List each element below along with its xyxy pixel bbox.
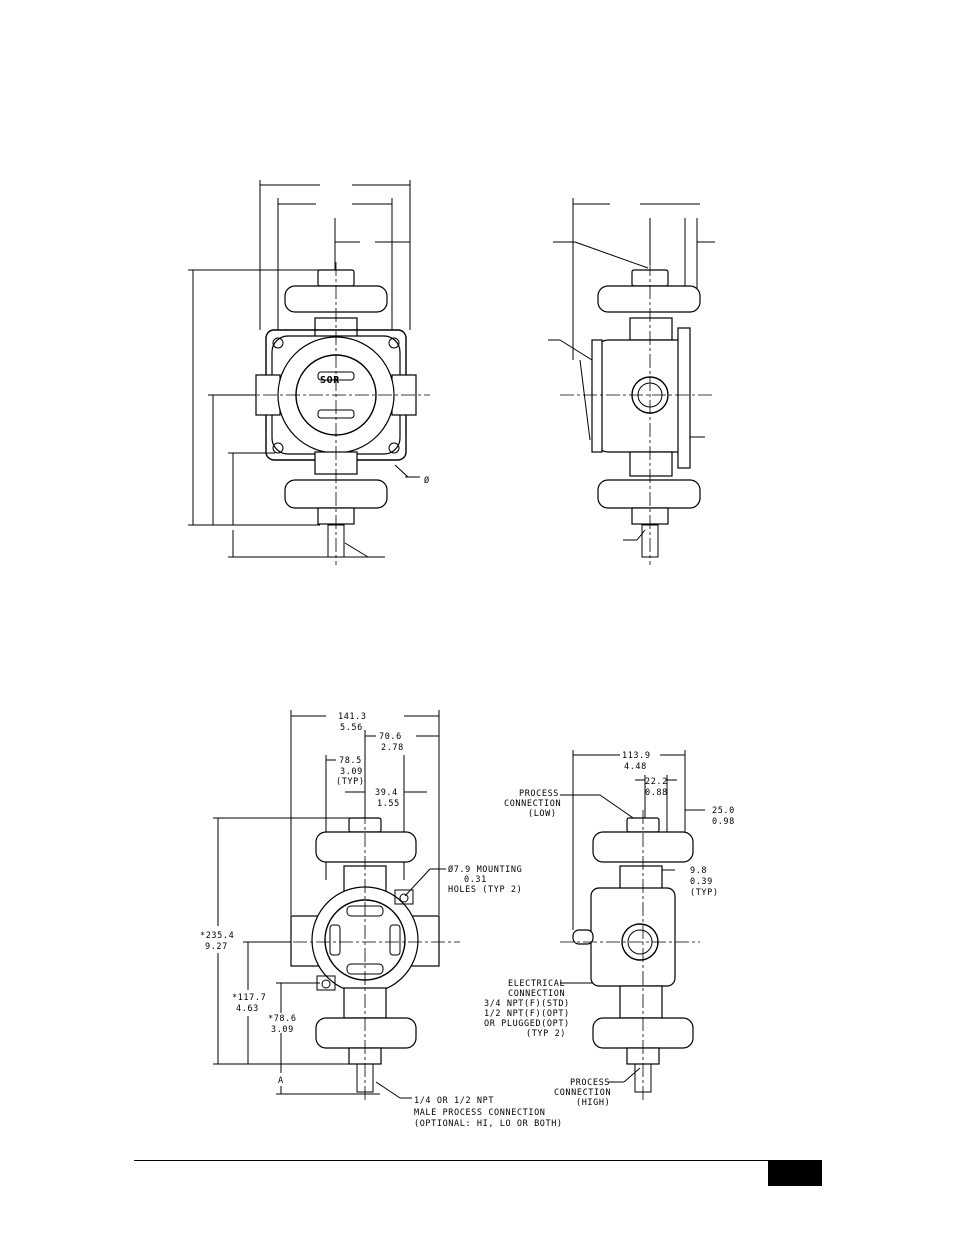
top-front-dim-lines <box>188 180 420 558</box>
dim-mount-half-mm: 39.4 <box>375 788 398 798</box>
dim-lower-height-mm: *78.6 <box>268 1014 297 1024</box>
dim-side-edge-mm: 25.0 <box>712 806 735 816</box>
dim-half-width-in: 2.78 <box>381 743 404 753</box>
process-high-callout-1: PROCESS <box>570 1078 610 1088</box>
dim-side-small-in: 0.39 <box>690 877 713 887</box>
electrical-callout-3: 3/4 NPT(F)(STD) <box>484 999 570 1009</box>
dim-overall-width-mm: 141.3 <box>338 712 367 722</box>
dim-side-offset-in: 0.88 <box>645 788 668 798</box>
bottom-side-view: 113.9 4.48 22.2 0.88 25.0 0.98 9.8 0.39 … <box>484 750 735 1108</box>
dim-side-width-in: 4.48 <box>624 762 647 772</box>
electrical-callout-5: OR PLUGGED(OPT) <box>484 1019 570 1029</box>
electrical-callout-1: ELECTRICAL <box>508 979 565 989</box>
top-front-body <box>240 262 430 565</box>
dim-mount-half-in: 1.55 <box>377 799 400 809</box>
dim-side-width-mm: 113.9 <box>622 751 651 761</box>
male-process-callout-3: (OPTIONAL: HI, LO OR BOTH) <box>414 1119 563 1129</box>
process-low-callout-1: PROCESS <box>519 789 559 799</box>
male-process-callout-1: 1/4 OR 1/2 NPT <box>414 1096 494 1106</box>
top-side-view <box>548 198 715 565</box>
dim-side-small-mm: 9.8 <box>690 866 707 876</box>
bottom-side-body <box>560 810 700 1100</box>
dim-center-height-mm: *117.7 <box>232 993 266 1003</box>
dim-side-edge-in: 0.98 <box>712 817 735 827</box>
electrical-callout-6: (TYP 2) <box>526 1029 566 1039</box>
bottom-front-dim-lines <box>213 710 446 1099</box>
top-diameter-symbol: Ø <box>424 475 430 486</box>
dim-mount-spacing-typ: (TYP) <box>336 777 365 787</box>
dim-side-small-typ: (TYP) <box>690 888 719 898</box>
dim-overall-height-in: 9.27 <box>205 942 228 952</box>
bottom-front-body <box>270 810 460 1100</box>
process-low-callout-2: CONNECTION <box>504 799 561 809</box>
top-side-dim-lines <box>548 198 715 541</box>
dim-overall-height-mm: *235.4 <box>200 931 234 941</box>
dim-a-label: A <box>278 1076 284 1086</box>
dim-lower-height-in: 3.09 <box>271 1025 294 1035</box>
bottom-side-dim-lines <box>560 750 705 1083</box>
bottom-front-view: 141.3 5.56 70.6 2.78 78.5 3.09 (TYP) 39.… <box>200 710 563 1129</box>
process-high-callout-2: CONNECTION <box>554 1088 611 1098</box>
electrical-callout-4: 1/2 NPT(F)(OPT) <box>484 1009 570 1019</box>
bottom-side-labels: 113.9 4.48 22.2 0.88 25.0 0.98 9.8 0.39 … <box>484 751 735 1108</box>
top-front-view: SOR Ø <box>188 180 430 565</box>
mounting-callout-2: 0.31 <box>464 875 487 885</box>
page-number-tab <box>768 1161 822 1186</box>
top-side-body <box>560 262 712 565</box>
bottom-front-labels: 141.3 5.56 70.6 2.78 78.5 3.09 (TYP) 39.… <box>200 712 563 1129</box>
electrical-callout-2: CONNECTION <box>508 989 565 999</box>
process-high-callout-3: (HIGH) <box>576 1098 610 1108</box>
logo-text: SOR <box>320 375 340 386</box>
footer-rule <box>134 1160 822 1161</box>
dim-half-width-mm: 70.6 <box>379 732 402 742</box>
process-low-callout-3: (LOW) <box>528 809 557 819</box>
mounting-callout-3: HOLES (TYP 2) <box>448 885 522 895</box>
male-process-callout-2: MALE PROCESS CONNECTION <box>414 1108 546 1118</box>
dim-mount-spacing-mm: 78.5 <box>339 756 362 766</box>
dim-center-height-in: 4.63 <box>236 1004 259 1014</box>
mounting-callout-1: Ø7.9 MOUNTING <box>448 864 522 875</box>
dim-overall-width-in: 5.56 <box>340 723 363 733</box>
dim-side-offset-mm: 22.2 <box>645 777 668 787</box>
dim-mount-spacing-in: 3.09 <box>340 767 363 777</box>
